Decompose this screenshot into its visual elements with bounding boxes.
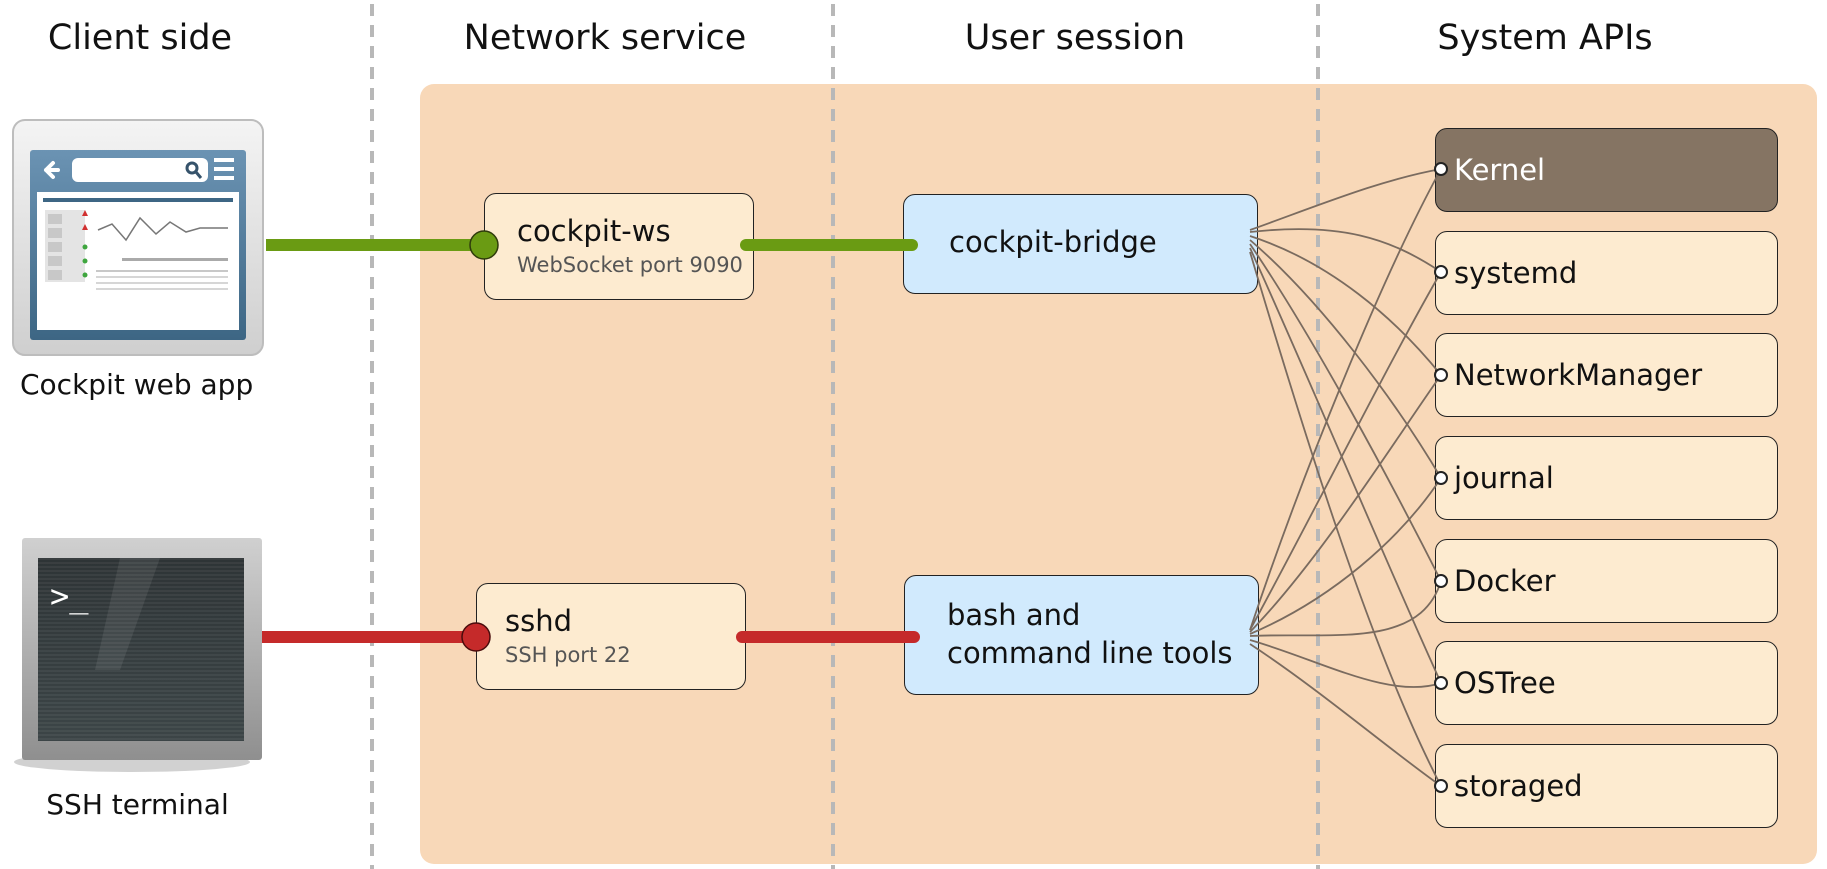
web-app-caption: Cockpit web app [20, 368, 254, 401]
terminal-window-icon [14, 538, 262, 772]
api-label-kernel: Kernel [1454, 153, 1546, 187]
api-box-docker: Docker [1435, 539, 1778, 623]
cockpit-bridge-title: cockpit-bridge [949, 225, 1157, 259]
api-label-networkmanager: NetworkManager [1454, 358, 1703, 392]
bash-line1: bash and [947, 598, 1081, 632]
cockpit-ws-box: cockpit-ws WebSocket port 9090 [484, 193, 754, 300]
column-title-client: Client side [47, 18, 233, 58]
api-box-networkmanager: NetworkManager [1435, 333, 1778, 417]
sshd-box: sshd SSH port 22 [476, 583, 746, 690]
api-box-storaged: storaged [1435, 744, 1778, 828]
terminal-prompt-glyph: >_ [50, 577, 89, 615]
ssh-terminal-caption: SSH terminal [46, 788, 229, 821]
api-label-docker: Docker [1454, 564, 1556, 598]
api-label-ostree: OSTree [1454, 666, 1556, 700]
bash-tools-box: bash and command line tools [904, 575, 1259, 695]
browser-window-icon [12, 119, 264, 356]
cockpit-ws-title: cockpit-ws [517, 214, 671, 248]
cockpit-bridge-box: cockpit-bridge [903, 194, 1258, 294]
sshd-title: sshd [505, 604, 573, 638]
api-box-systemd: systemd [1435, 231, 1778, 315]
cockpit-ws-subtitle: WebSocket port 9090 [517, 253, 743, 277]
api-label-storaged: storaged [1454, 769, 1583, 803]
bash-line2: command line tools [947, 636, 1233, 670]
sshd-subtitle: SSH port 22 [505, 643, 631, 667]
api-box-ostree: OSTree [1435, 641, 1778, 725]
column-title-session: User session [964, 18, 1186, 58]
api-box-journal: journal [1435, 436, 1778, 520]
column-title-network: Network service [463, 18, 747, 58]
api-label-systemd: systemd [1454, 256, 1578, 290]
api-label-journal: journal [1454, 461, 1554, 495]
api-box-kernel: Kernel [1435, 128, 1778, 212]
column-title-system: System APIs [1437, 18, 1653, 58]
